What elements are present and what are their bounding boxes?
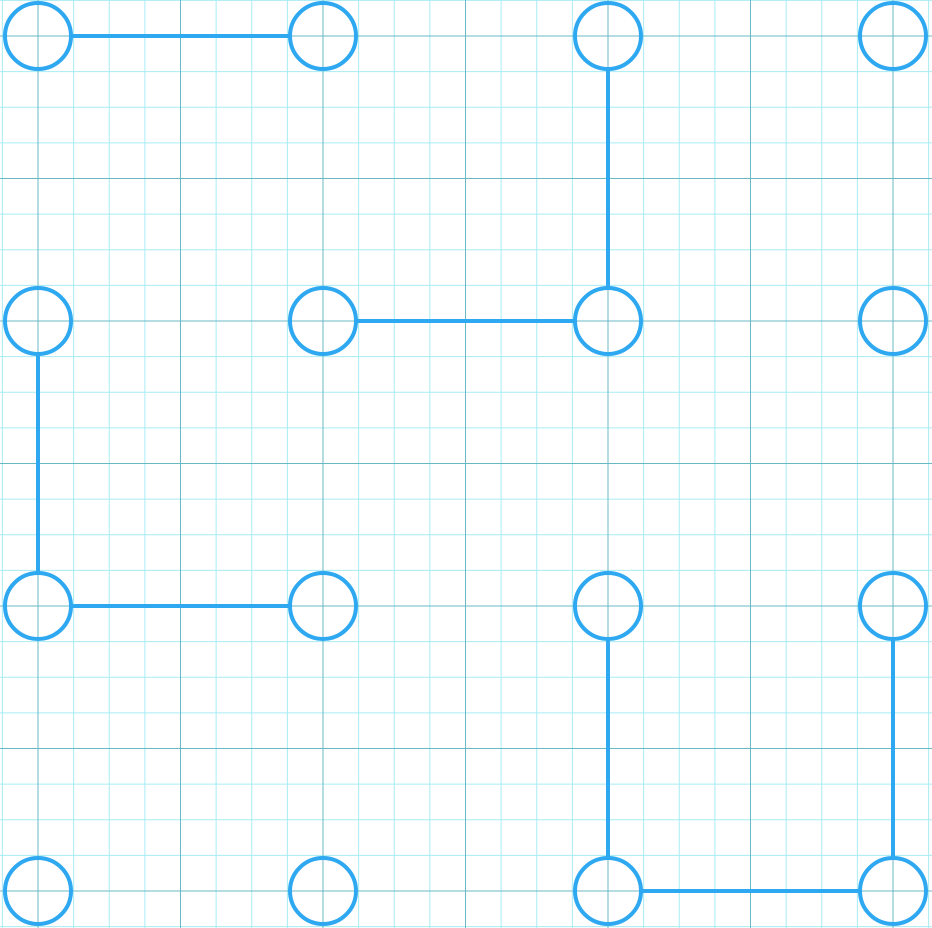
grid-node[interactable] <box>288 571 358 641</box>
grid-node[interactable] <box>3 571 73 641</box>
grid-node[interactable] <box>858 571 928 641</box>
grid-node[interactable] <box>288 286 358 356</box>
grid-node[interactable] <box>573 571 643 641</box>
grid-node[interactable] <box>3 1 73 71</box>
grid-node[interactable] <box>858 1 928 71</box>
grid-node[interactable] <box>858 856 928 926</box>
grid-node[interactable] <box>858 286 928 356</box>
grid-node[interactable] <box>573 286 643 356</box>
grid-node[interactable] <box>288 1 358 71</box>
nodes <box>3 1 928 926</box>
grid-node[interactable] <box>3 856 73 926</box>
grid-node[interactable] <box>573 856 643 926</box>
grid-node[interactable] <box>288 856 358 926</box>
grid-node[interactable] <box>3 286 73 356</box>
grid-node[interactable] <box>573 1 643 71</box>
edges <box>36 34 895 893</box>
